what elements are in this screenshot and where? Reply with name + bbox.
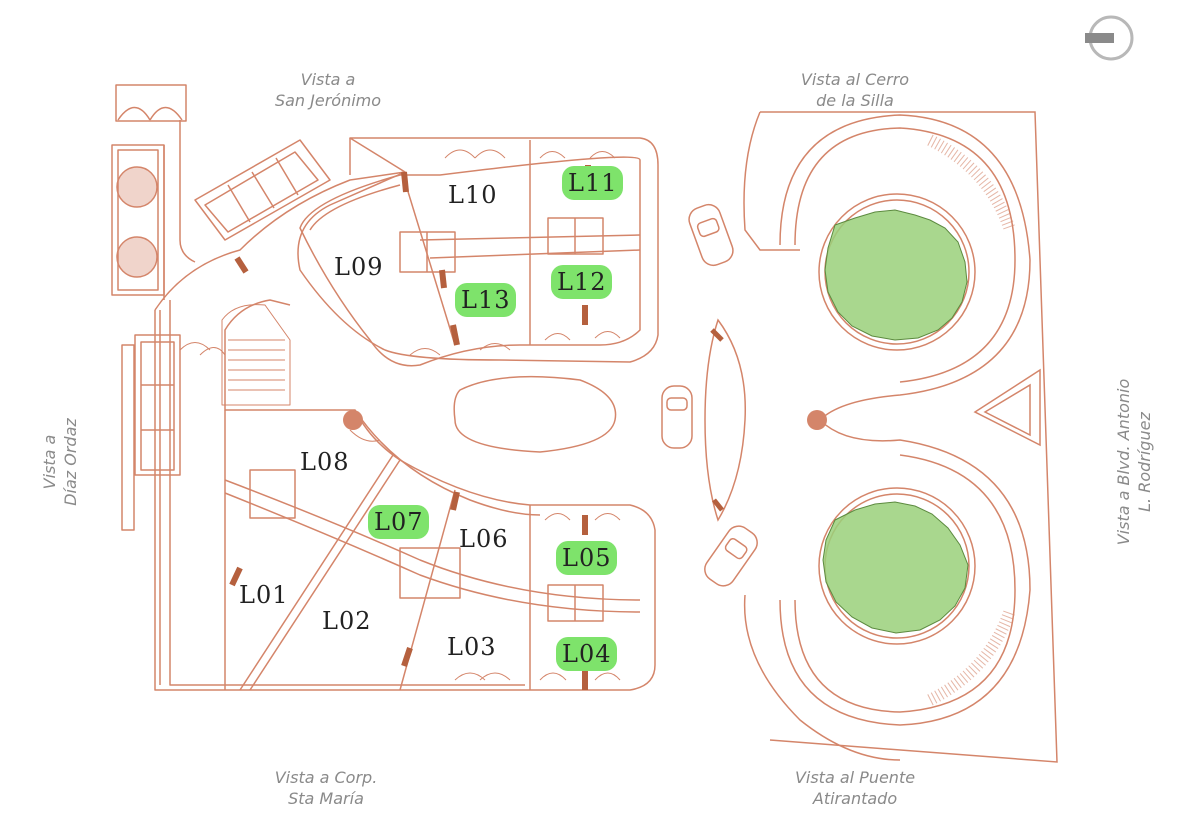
view-label-cerro-silla: Vista al Cerro de la Silla bbox=[775, 69, 935, 111]
view-label-puente-atirantado: Vista al Puente Atirantado bbox=[770, 767, 940, 809]
view-label-line: L. Rodríguez bbox=[1135, 412, 1154, 512]
unit-l04[interactable]: L04 bbox=[556, 637, 618, 671]
left-building-outline bbox=[154, 137, 659, 691]
wall-markers bbox=[229, 165, 591, 690]
central-oval bbox=[453, 375, 617, 453]
view-label-line: Vista a bbox=[300, 70, 356, 89]
west-stairs bbox=[221, 304, 291, 406]
unit-l03[interactable]: L03 bbox=[447, 633, 497, 661]
tree-canopy-icon bbox=[822, 209, 969, 634]
view-label-line: Vista al Cerro bbox=[800, 70, 910, 89]
planter-rings bbox=[818, 193, 976, 645]
north-services bbox=[194, 139, 331, 241]
unit-l12[interactable]: L12 bbox=[551, 265, 613, 299]
right-building-outline bbox=[743, 111, 1058, 763]
car-icon bbox=[704, 525, 758, 587]
unit-l13[interactable]: L13 bbox=[455, 283, 517, 317]
view-label-line: Díaz Ordaz bbox=[61, 418, 80, 506]
door-swings bbox=[179, 149, 621, 681]
view-label-blvd-rodriguez: Vista a Blvd. Antonio L. Rodríguez bbox=[1113, 362, 1155, 562]
car-icon bbox=[688, 203, 734, 267]
north-compass-icon bbox=[1085, 15, 1134, 61]
car-icon bbox=[661, 385, 693, 449]
unit-l08[interactable]: L08 bbox=[300, 448, 350, 476]
view-label-line: Vista a Blvd. Antonio bbox=[1114, 378, 1133, 546]
view-label-line: Vista a Corp. bbox=[274, 768, 378, 787]
drive-island bbox=[704, 318, 747, 522]
unit-l07[interactable]: L07 bbox=[368, 505, 430, 539]
west-stair-tower bbox=[111, 84, 196, 531]
unit-l02[interactable]: L02 bbox=[322, 607, 372, 635]
north-wing bbox=[299, 140, 641, 367]
unit-l05[interactable]: L05 bbox=[556, 541, 618, 575]
view-label-line: Sta María bbox=[288, 789, 364, 808]
view-label-line: de la Silla bbox=[816, 91, 894, 110]
view-label-diaz-ordaz: Vista a Díaz Ordaz bbox=[39, 402, 81, 522]
view-label-line: Vista a bbox=[40, 434, 59, 490]
view-label-line: Atirantado bbox=[812, 789, 898, 808]
view-label-line: Vista al Puente bbox=[794, 768, 916, 787]
unit-l09[interactable]: L09 bbox=[334, 253, 384, 281]
unit-l11[interactable]: L11 bbox=[562, 166, 624, 200]
structural-columns bbox=[343, 410, 827, 430]
north-bathrooms bbox=[399, 217, 604, 273]
view-label-line: San Jerónimo bbox=[274, 91, 382, 110]
view-label-san-jeronimo: Vista a San Jerónimo bbox=[258, 69, 398, 111]
south-wing bbox=[224, 409, 641, 691]
south-bathrooms bbox=[249, 469, 604, 622]
round-columns bbox=[116, 166, 158, 278]
unit-l06[interactable]: L06 bbox=[459, 525, 509, 553]
view-label-corp-sta-maria: Vista a Corp. Sta María bbox=[256, 767, 396, 809]
unit-l10[interactable]: L10 bbox=[448, 181, 498, 209]
unit-l01[interactable]: L01 bbox=[239, 581, 289, 609]
